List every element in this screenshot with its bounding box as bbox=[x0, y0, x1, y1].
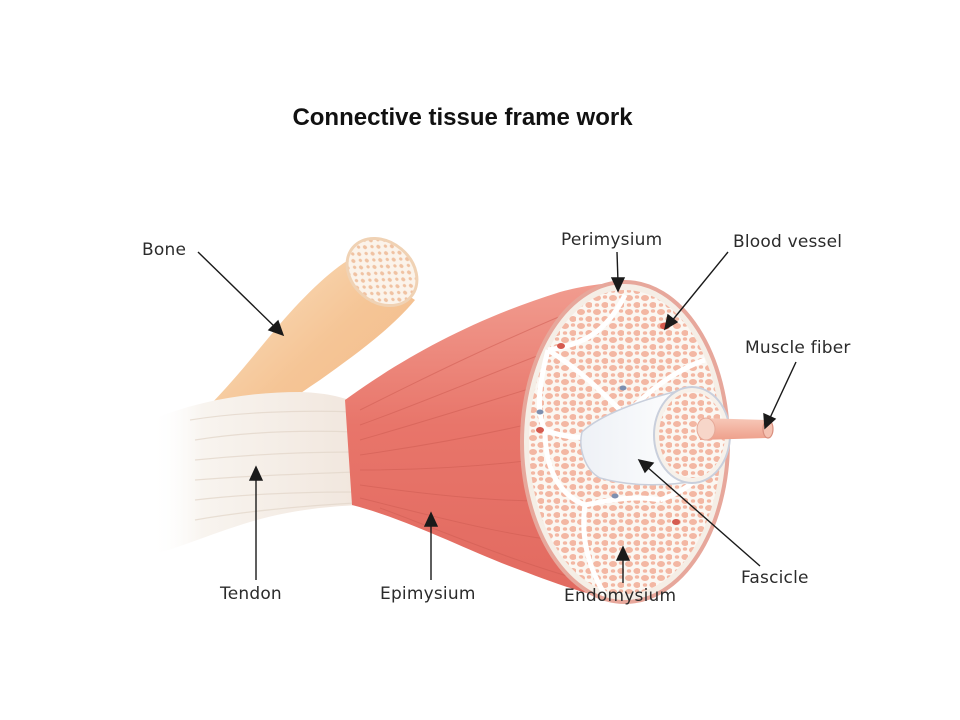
label-blood-vessel: Blood vessel bbox=[733, 232, 843, 252]
label-perimysium: Perimysium bbox=[561, 230, 663, 250]
label-muscle-fiber: Muscle fiber bbox=[745, 338, 851, 358]
page-title: Connective tissue frame work bbox=[292, 104, 633, 131]
label-epimysium: Epimysium bbox=[380, 584, 476, 604]
label-tendon: Tendon bbox=[220, 584, 282, 604]
label-endomysium: Endomysium bbox=[564, 586, 677, 606]
leader-lines bbox=[197, 251, 797, 583]
label-fascicle: Fascicle bbox=[741, 568, 809, 588]
label-bone: Bone bbox=[142, 240, 187, 260]
fascicle-shape bbox=[580, 386, 731, 486]
muscle-fiber-shape bbox=[696, 417, 774, 441]
